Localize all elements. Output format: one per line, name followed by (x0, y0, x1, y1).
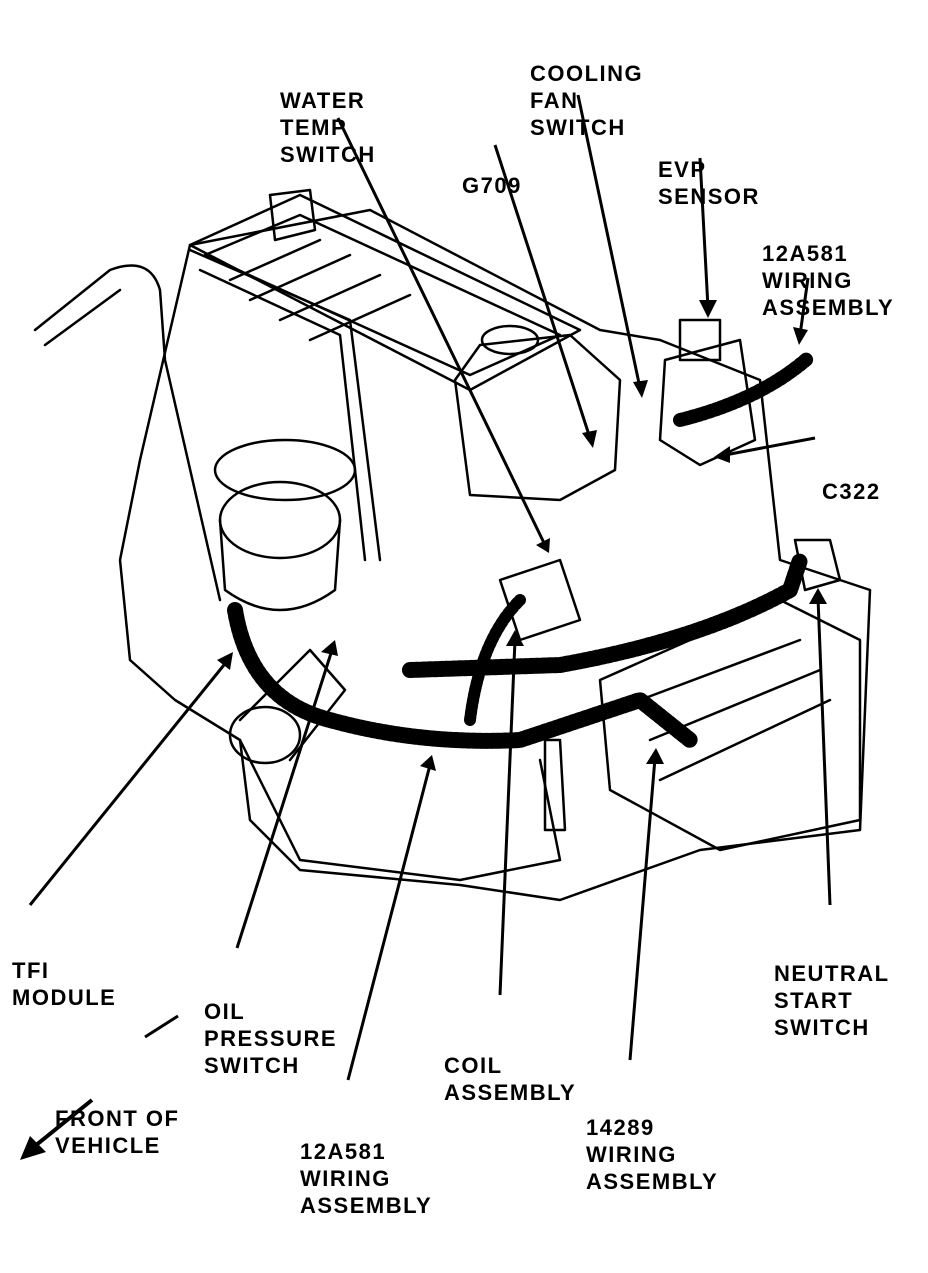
leader-12a581-bottom (346, 764, 432, 1081)
leader-tfi (28, 659, 230, 906)
leader-12a581-top (798, 277, 810, 336)
wiring-harness-12a581 (227, 602, 698, 749)
leader-cooling-fan (576, 94, 642, 389)
front-direction-arrow-icon (20, 1098, 94, 1160)
wiring-harness-upper (673, 351, 815, 427)
label-c322: C322 (822, 479, 881, 504)
leader-front-dash (144, 1014, 179, 1039)
leader-coil (498, 639, 517, 996)
oil-pan (238, 738, 562, 882)
coolant-reservoir (453, 333, 622, 502)
wiring-harness-14289 (402, 552, 808, 678)
leader-evp (698, 157, 710, 309)
leader-water-temp (336, 117, 547, 546)
leader-g709 (493, 144, 592, 439)
leader-oil-pressure (235, 649, 334, 949)
label-g709: G709 (462, 173, 522, 198)
valve-cover (188, 193, 582, 392)
dipstick-tube (33, 264, 222, 602)
coil-assembly-body (498, 558, 582, 642)
filler-cap (268, 188, 317, 242)
engine-illustration (20, 94, 872, 1160)
leader-14289 (628, 757, 657, 1061)
leader-neutral (816, 597, 832, 906)
engine-block-outline (118, 208, 872, 902)
oil-filter (228, 705, 302, 765)
leader-c322 (724, 436, 816, 457)
